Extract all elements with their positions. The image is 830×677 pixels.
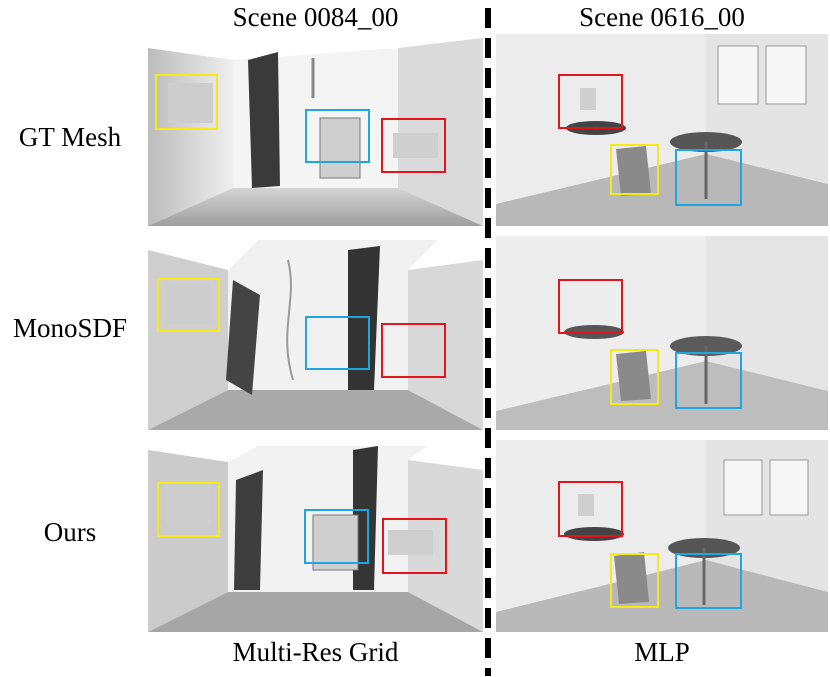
highlight-box-yellow-gt-right xyxy=(610,144,659,195)
column-title-scene-0616: Scene 0616_00 xyxy=(579,2,745,32)
highlight-box-blue-gt-left xyxy=(305,109,370,163)
dashed-divider xyxy=(485,8,491,676)
highlight-box-yellow-gt-left xyxy=(155,74,218,130)
highlight-box-blue-monosdf-right xyxy=(675,352,742,409)
highlight-box-yellow-ours-left xyxy=(157,482,220,537)
column-footer-mlp: MLP xyxy=(634,637,690,667)
highlight-box-blue-ours-left xyxy=(304,509,369,564)
row-label-ours: Ours xyxy=(43,517,97,547)
highlight-box-yellow-monosdf-right xyxy=(610,349,659,405)
highlight-box-red-gt-left xyxy=(381,118,446,173)
row-label-monosdf: MonoSDF xyxy=(12,313,128,343)
panel-ours-scene-0616 xyxy=(496,440,828,632)
panel-monosdf-scene-0616 xyxy=(496,236,828,430)
highlight-box-red-ours-left xyxy=(382,518,447,574)
panel-gt-scene-0084 xyxy=(148,38,483,226)
column-title-scene-0084: Scene 0084_00 xyxy=(232,2,399,32)
highlight-box-blue-monosdf-left xyxy=(305,316,370,370)
highlight-box-yellow-ours-right xyxy=(610,553,659,608)
column-footer-multi-res-grid: Multi-Res Grid xyxy=(232,637,399,667)
panel-gt-scene-0616 xyxy=(496,34,828,226)
highlight-box-blue-ours-right xyxy=(675,553,742,609)
highlight-box-red-monosdf-left xyxy=(381,323,446,378)
highlight-box-blue-gt-right xyxy=(675,149,742,206)
panel-monosdf-scene-0084 xyxy=(148,240,483,430)
panel-ours-scene-0084 xyxy=(148,440,483,632)
highlight-box-yellow-monosdf-left xyxy=(157,278,220,332)
highlight-box-red-monosdf-right xyxy=(558,279,623,334)
row-label-gt-mesh: GT Mesh xyxy=(18,122,122,152)
highlight-box-red-ours-right xyxy=(558,481,623,537)
highlight-box-red-gt-right xyxy=(558,74,623,129)
